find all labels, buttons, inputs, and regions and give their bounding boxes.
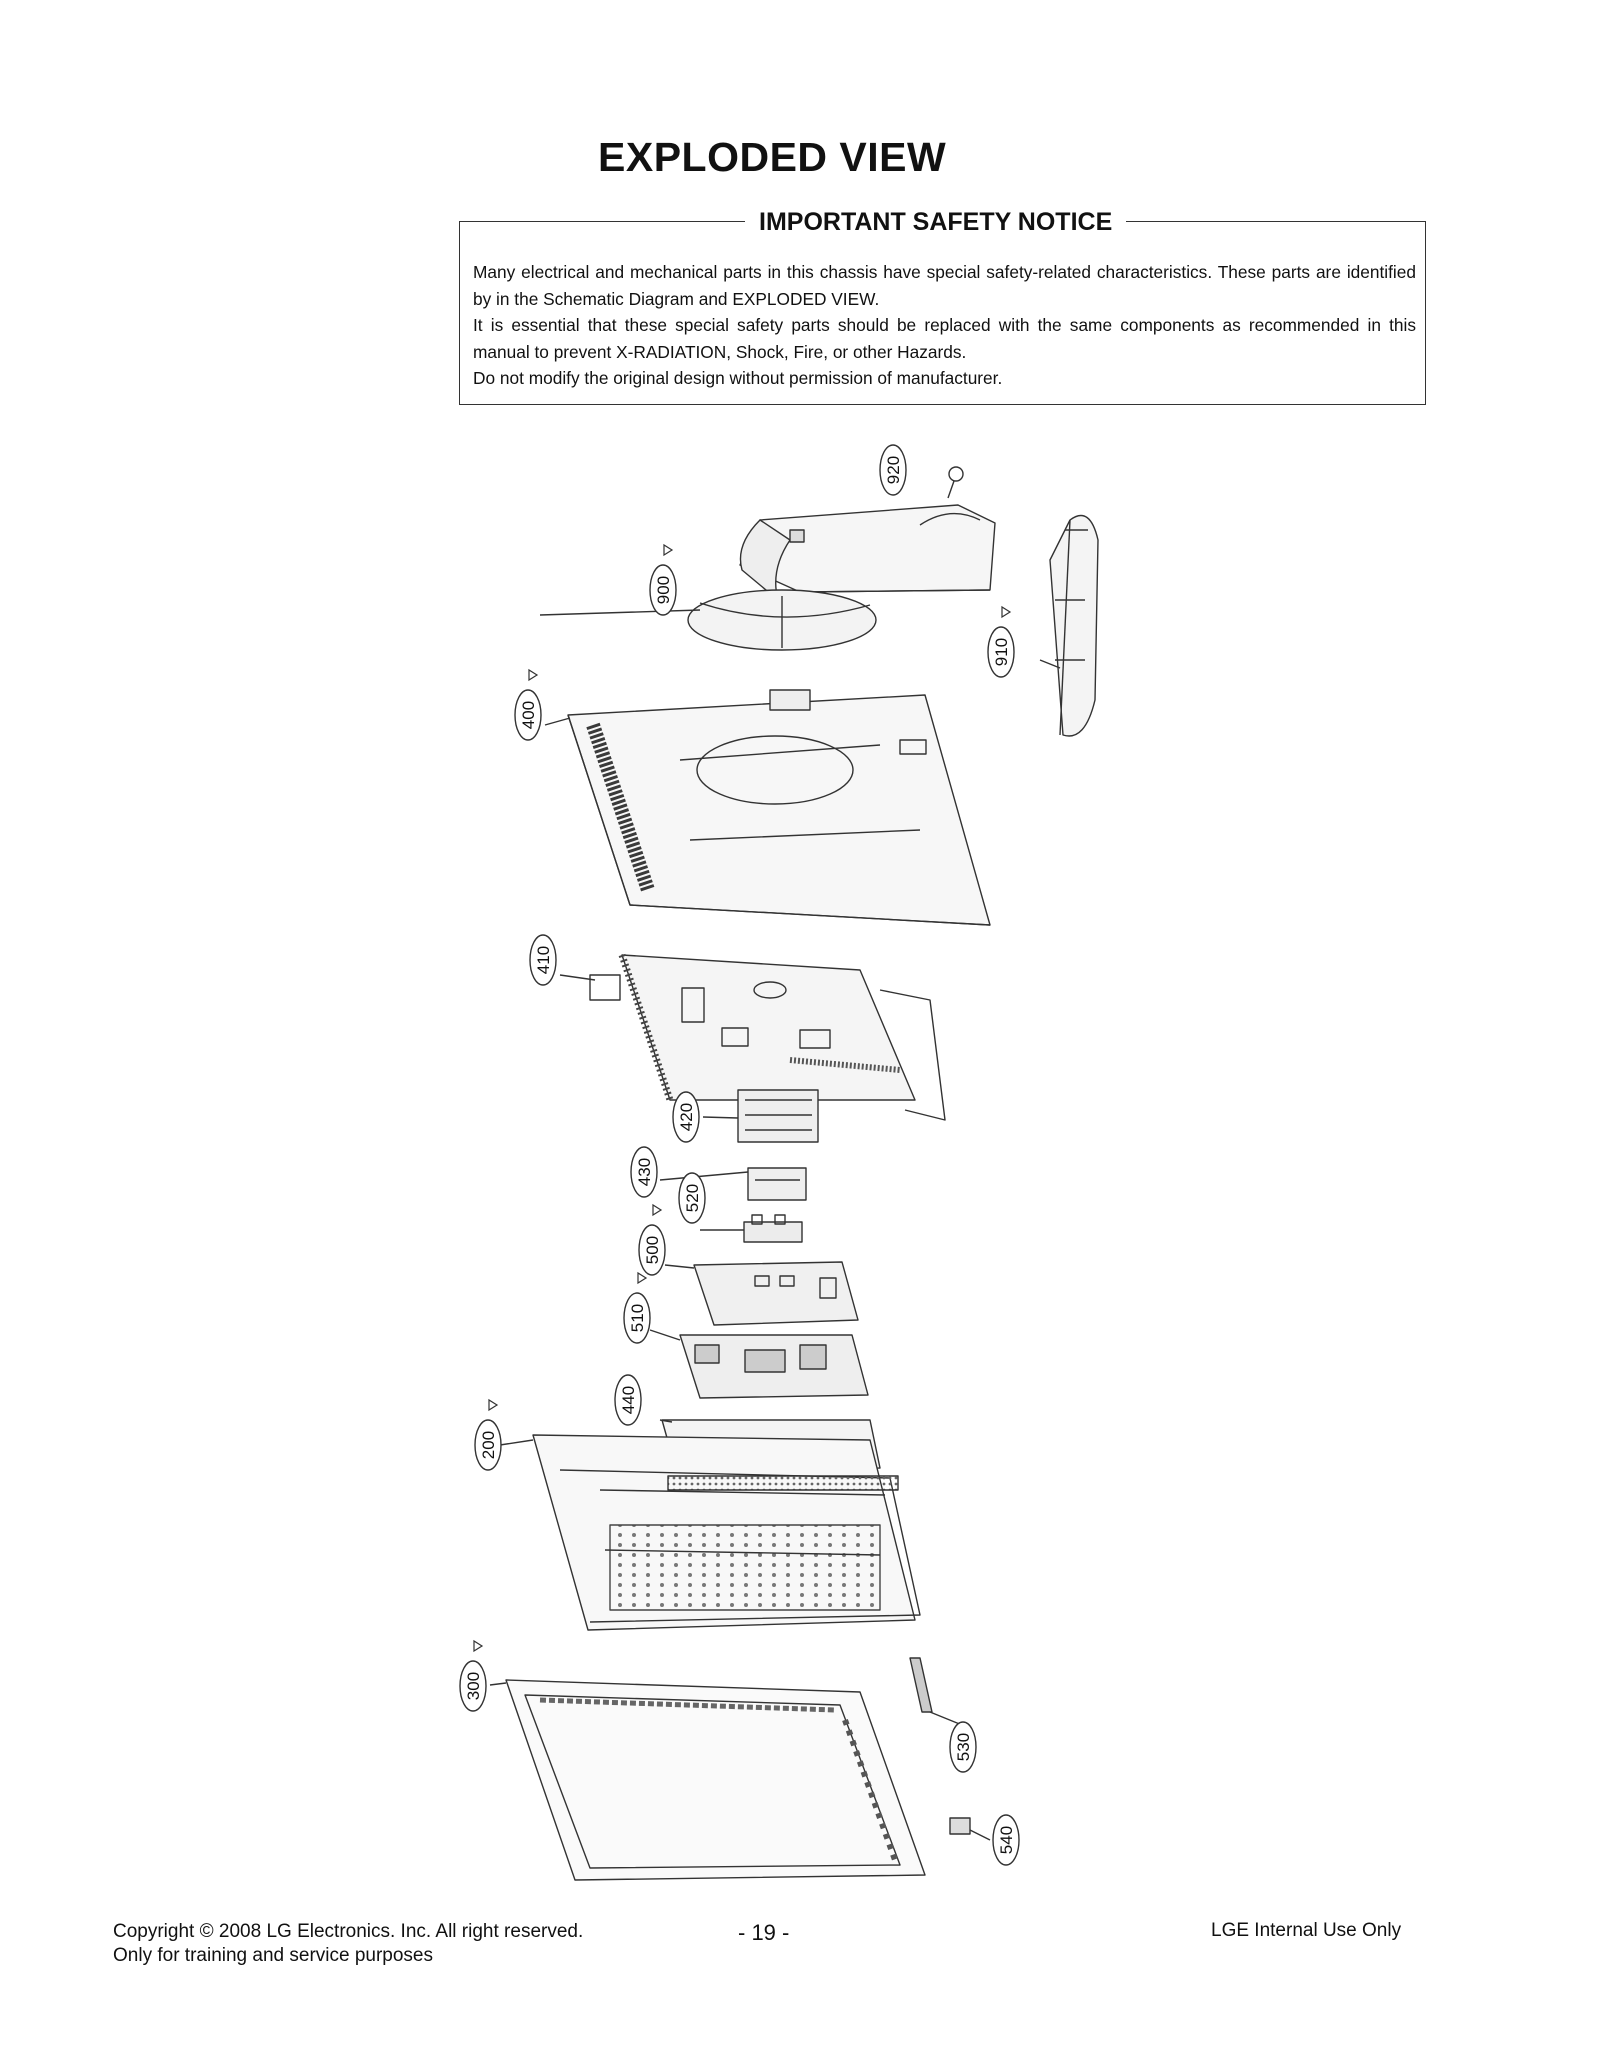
- copyright-symbol: ©: [199, 1921, 214, 1942]
- footer-copyright: Copyright © 2008 LG Electronics. Inc. Al…: [113, 1920, 583, 1968]
- copyright-label: Copyright: [113, 1921, 195, 1942]
- callout-410: 410: [534, 946, 553, 974]
- safety-notice-line: It is essential that these special safet…: [473, 315, 1416, 362]
- callout-430: 430: [635, 1158, 654, 1186]
- warning-triangle-icon: [652, 1203, 663, 1217]
- page-number: - 19 -: [738, 1920, 790, 1945]
- callout-300: 300: [464, 1672, 483, 1700]
- safety-notice-line: Do not modify the original design withou…: [473, 368, 1003, 388]
- part-420-bracket: [737, 1089, 819, 1143]
- callout-400: 400: [519, 701, 538, 729]
- warning-triangle-icon: [528, 668, 539, 682]
- part-520-board: [743, 1214, 803, 1243]
- warning-triangle-icon: [663, 543, 674, 557]
- warning-triangle-icon: [473, 1639, 484, 1653]
- part-300-front-bezel: [505, 1679, 926, 1881]
- warning-triangle-icon: [637, 1271, 648, 1285]
- callout-520: 520: [683, 1184, 702, 1212]
- part-430-bracket: [747, 1167, 807, 1201]
- callout-500: 500: [643, 1236, 662, 1264]
- part-400-back-cover: [567, 689, 991, 926]
- warning-triangle-icon: [1001, 605, 1012, 619]
- part-920-screw: [947, 466, 964, 499]
- callout-420: 420: [677, 1103, 696, 1131]
- callout-540: 540: [997, 1826, 1016, 1854]
- callout-910: 910: [992, 638, 1011, 666]
- footer-training-note: Only for training and service purposes: [113, 1945, 433, 1966]
- part-910-back-cover: [1049, 514, 1099, 737]
- copyright-year: 2008: [218, 1921, 262, 1942]
- part-900-base: [687, 589, 877, 651]
- callout-900: 900: [654, 576, 673, 604]
- part-410-shield: [589, 953, 946, 1121]
- footer-internal-use: LGE Internal Use Only: [1211, 1920, 1402, 1941]
- callout-440: 440: [619, 1386, 638, 1414]
- part-stand-neck: [739, 504, 996, 601]
- safety-notice-line: Many electrical and mechanical parts in …: [473, 262, 1416, 309]
- warning-triangle-icon: [488, 1398, 499, 1412]
- part-200-frame: [532, 1434, 921, 1631]
- safety-notice-body: Many electrical and mechanical parts in …: [473, 259, 1416, 392]
- page-title: EXPLODED VIEW: [598, 134, 947, 180]
- safety-notice-heading: IMPORTANT SAFETY NOTICE: [745, 208, 1127, 237]
- part-510-power-board: [679, 1334, 869, 1399]
- callout-530: 530: [954, 1733, 973, 1761]
- callout-920: 920: [884, 456, 903, 484]
- part-530-button-bar: [909, 1657, 933, 1713]
- part-500-main-board: [693, 1261, 859, 1326]
- callout-510: 510: [628, 1304, 647, 1332]
- part-540-part: [949, 1817, 971, 1835]
- callout-200: 200: [479, 1431, 498, 1459]
- copyright-company: LG Electronics. Inc. All right reserved.: [266, 1921, 584, 1942]
